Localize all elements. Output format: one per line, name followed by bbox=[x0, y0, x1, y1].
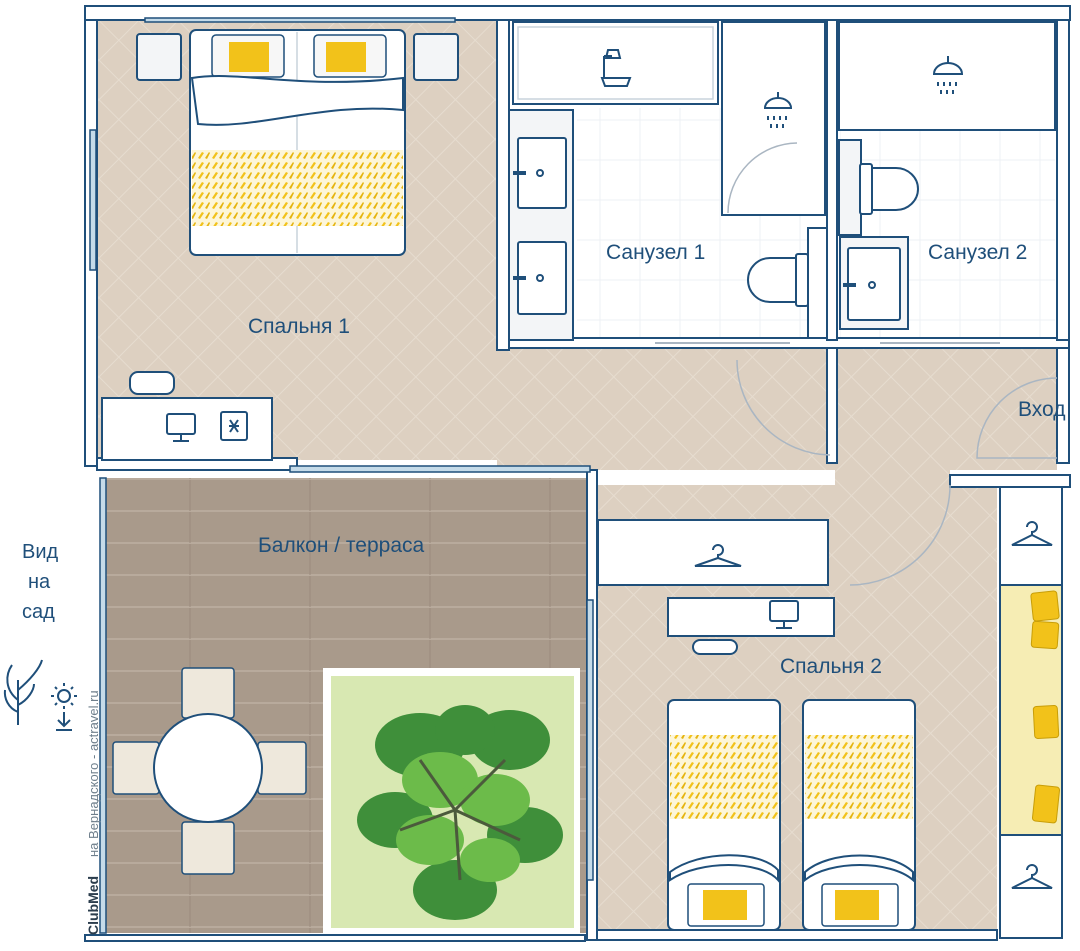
bathtub-shower-icon bbox=[600, 49, 632, 87]
entrance-door-swing bbox=[976, 377, 1058, 459]
shower-icon bbox=[932, 56, 964, 94]
windows bbox=[89, 17, 594, 934]
safe-icon bbox=[220, 411, 248, 441]
view-label-line3: сад bbox=[22, 601, 55, 623]
sink-icon bbox=[839, 236, 909, 330]
round-table bbox=[153, 713, 263, 823]
single-bed-left bbox=[667, 699, 781, 931]
bedroom2-door-swing bbox=[849, 484, 951, 586]
label-balcony: Балкон / терраса bbox=[258, 534, 425, 557]
label-bedroom1: Спальня 1 bbox=[248, 315, 350, 338]
bath2-counter bbox=[838, 139, 862, 236]
hanger-icon bbox=[1011, 521, 1053, 546]
view-label-line2: на bbox=[28, 571, 51, 593]
bathtub bbox=[512, 21, 719, 105]
bench-cushions bbox=[1030, 590, 1061, 824]
sink-icon bbox=[513, 137, 567, 209]
nightstand-left bbox=[136, 33, 182, 81]
label-bathroom1: Санузел 1 bbox=[606, 241, 705, 264]
closet-bottom bbox=[999, 834, 1063, 939]
shower-icon bbox=[763, 92, 793, 128]
desk-bedroom1 bbox=[101, 397, 273, 461]
hanger-icon bbox=[694, 544, 742, 567]
credit-brand: ClubMed bbox=[85, 876, 101, 935]
toilet-icon bbox=[859, 163, 919, 215]
wardrobe-bedroom2 bbox=[597, 519, 829, 586]
desk-bedroom2 bbox=[667, 597, 835, 637]
label-entrance: Вход bbox=[1018, 398, 1066, 421]
corridor-floor bbox=[497, 340, 1057, 470]
shower-door-swing bbox=[727, 142, 798, 214]
dining-chair bbox=[112, 667, 307, 875]
palm-tree-icon bbox=[357, 705, 563, 920]
view-label-line1: Вид bbox=[22, 541, 59, 563]
single-bed-right bbox=[802, 699, 916, 931]
double-bed bbox=[189, 29, 406, 256]
shower-cabin-2 bbox=[838, 21, 1056, 131]
bedroom2-entry-floor bbox=[850, 485, 997, 590]
chair-bedroom2 bbox=[692, 639, 738, 655]
plant-icon bbox=[3, 659, 43, 725]
sun-icon bbox=[51, 683, 77, 731]
monitor-icon bbox=[769, 600, 799, 629]
nightstand-right bbox=[413, 33, 459, 81]
toilet-icon bbox=[747, 253, 809, 307]
partition-bath1 bbox=[807, 227, 828, 339]
sink-icon bbox=[513, 241, 567, 315]
hanger-icon bbox=[1011, 864, 1053, 889]
monitor-icon bbox=[166, 413, 196, 442]
label-bedroom2: Спальня 2 bbox=[780, 655, 882, 678]
credit: ClubMed на Вернадского - actravel.ru bbox=[85, 690, 101, 935]
bedroom2-floor bbox=[597, 590, 997, 935]
label-bathroom2: Санузел 2 bbox=[928, 241, 1027, 264]
corridor-door-swing bbox=[736, 359, 831, 456]
chair-bedroom1 bbox=[129, 371, 175, 395]
credit-text: на Вернадского - actravel.ru bbox=[86, 690, 101, 857]
